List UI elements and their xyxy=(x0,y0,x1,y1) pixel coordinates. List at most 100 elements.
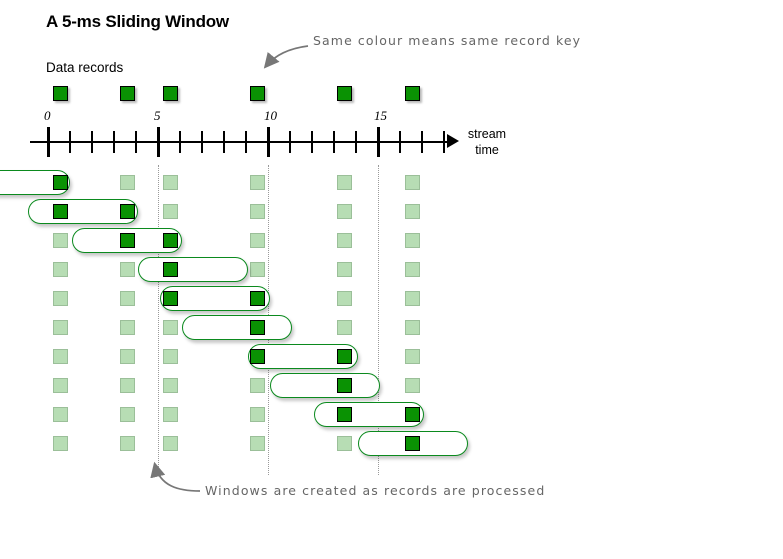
ghost-record-square xyxy=(119,175,135,190)
bottom-annotation-arrow xyxy=(150,461,201,492)
ghost-record-square xyxy=(119,436,135,451)
ghost-record-square xyxy=(336,291,352,306)
axis-tick-minor xyxy=(223,131,225,153)
ghost-record-square xyxy=(119,378,135,393)
page-title: A 5-ms Sliding Window xyxy=(46,12,229,31)
ghost-record-square xyxy=(249,262,265,277)
data-record-square xyxy=(119,86,135,101)
ghost-record-square xyxy=(336,233,352,248)
ghost-record-square xyxy=(119,291,135,306)
axis-tick-minor xyxy=(179,131,181,153)
ghost-record-square xyxy=(404,349,420,364)
data-record-square xyxy=(249,86,265,101)
axis-tick-minor xyxy=(91,131,93,153)
ghost-record-square xyxy=(404,175,420,190)
axis-tick-minor xyxy=(399,131,401,153)
windowed-record-square xyxy=(336,349,352,364)
annotation-windows-created: Windows are created as records are proce… xyxy=(205,483,546,498)
axis-tick-minor xyxy=(201,131,203,153)
ghost-record-square xyxy=(162,175,178,190)
windowed-record-square xyxy=(162,233,178,248)
sliding-window xyxy=(182,315,292,340)
data-record-square xyxy=(336,86,352,101)
ghost-record-square xyxy=(336,262,352,277)
windowed-record-square xyxy=(336,378,352,393)
window-row xyxy=(0,429,783,458)
windowed-record-square xyxy=(336,407,352,422)
axis-tick-minor xyxy=(311,131,313,153)
timeline-arrow-icon xyxy=(447,134,459,148)
ghost-record-square xyxy=(404,378,420,393)
ghost-record-square xyxy=(404,262,420,277)
timeline-axis xyxy=(30,141,454,143)
windowed-record-square xyxy=(119,204,135,219)
axis-tick-minor xyxy=(443,131,445,153)
guide-line xyxy=(158,165,159,475)
ghost-record-square xyxy=(336,175,352,190)
windowed-record-square xyxy=(119,233,135,248)
axis-tick-minor xyxy=(421,131,423,153)
ghost-record-square xyxy=(336,320,352,335)
ghost-record-square xyxy=(52,291,68,306)
data-record-square xyxy=(52,86,68,101)
axis-tick-label: 15 xyxy=(374,108,387,123)
ghost-record-square xyxy=(162,320,178,335)
axis-tick-minor xyxy=(69,131,71,153)
ghost-record-square xyxy=(404,204,420,219)
axis-tick-label: 0 xyxy=(44,108,51,123)
window-row xyxy=(0,400,783,429)
axis-tick-label: 5 xyxy=(154,108,161,123)
ghost-record-square xyxy=(119,320,135,335)
ghost-record-square xyxy=(52,262,68,277)
data-records-label: Data records xyxy=(46,60,124,75)
axis-tick-major xyxy=(156,127,160,157)
sliding-window xyxy=(358,431,468,456)
window-row xyxy=(0,284,783,313)
ghost-record-square xyxy=(119,407,135,422)
windowed-record-square xyxy=(404,407,420,422)
annotation-same-colour: Same colour means same record key xyxy=(313,33,582,48)
data-record-square xyxy=(162,86,178,101)
ghost-record-square xyxy=(119,262,135,277)
windowed-record-square xyxy=(249,291,265,306)
ghost-record-square xyxy=(52,378,68,393)
ghost-record-square xyxy=(249,407,265,422)
windowed-record-square xyxy=(404,436,420,451)
ghost-record-square xyxy=(249,378,265,393)
sliding-window xyxy=(138,257,248,282)
top-annotation-arrow xyxy=(263,45,309,69)
sliding-window xyxy=(28,199,138,224)
windowed-record-square xyxy=(52,204,68,219)
data-record-square xyxy=(404,86,420,101)
ghost-record-square xyxy=(336,436,352,451)
ghost-record-square xyxy=(52,407,68,422)
ghost-record-square xyxy=(162,204,178,219)
ghost-record-square xyxy=(249,204,265,219)
ghost-record-square xyxy=(404,233,420,248)
ghost-record-square xyxy=(119,349,135,364)
ghost-record-square xyxy=(52,320,68,335)
axis-tick-major xyxy=(266,127,270,157)
windowed-record-square xyxy=(162,262,178,277)
window-row xyxy=(0,313,783,342)
ghost-record-square xyxy=(162,349,178,364)
stream-time-line-1: stream xyxy=(467,127,507,141)
axis-tick-label: 10 xyxy=(264,108,277,123)
axis-tick-major xyxy=(376,127,380,157)
window-row xyxy=(0,168,783,197)
sliding-window xyxy=(0,170,70,195)
ghost-record-square xyxy=(336,204,352,219)
window-row xyxy=(0,371,783,400)
axis-tick-minor xyxy=(245,131,247,153)
ghost-record-square xyxy=(249,233,265,248)
stream-time-label: stream time xyxy=(456,126,518,158)
ghost-record-square xyxy=(162,436,178,451)
axis-tick-minor xyxy=(113,131,115,153)
ghost-record-square xyxy=(404,320,420,335)
window-row xyxy=(0,197,783,226)
guide-line xyxy=(378,165,379,475)
windowed-record-square xyxy=(52,175,68,190)
ghost-record-square xyxy=(162,407,178,422)
windowed-record-square xyxy=(249,320,265,335)
